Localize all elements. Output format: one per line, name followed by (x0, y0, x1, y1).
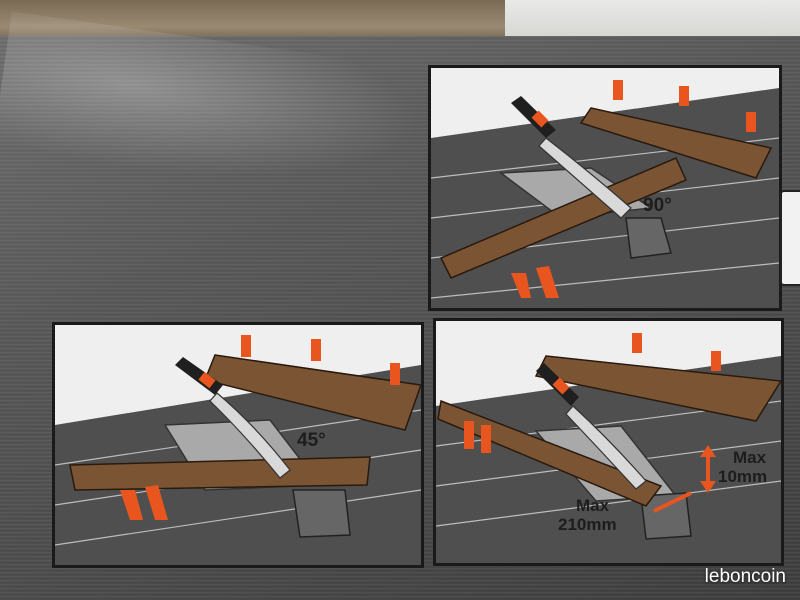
illustration-45 (55, 335, 421, 565)
panel-45-degree-cut: 45° (52, 322, 424, 568)
panel-90-degree-cut: 90° (428, 65, 782, 311)
max-height-label-line1: Max (733, 448, 767, 467)
angle-label-90: 90° (643, 195, 672, 216)
illustration-90 (431, 80, 779, 308)
illustration-dimensions (436, 333, 781, 563)
partial-panel-edge (780, 190, 800, 286)
max-width-label-line1: Max (576, 496, 610, 515)
panel-max-dimensions: Max 10mm Max 210mm (433, 318, 784, 566)
angle-label-45: 45° (297, 430, 326, 451)
max-width-label-line2: 210mm (558, 515, 617, 534)
leboncoin-watermark: leboncoin (704, 566, 786, 587)
max-height-label-line2: 10mm (718, 467, 768, 486)
